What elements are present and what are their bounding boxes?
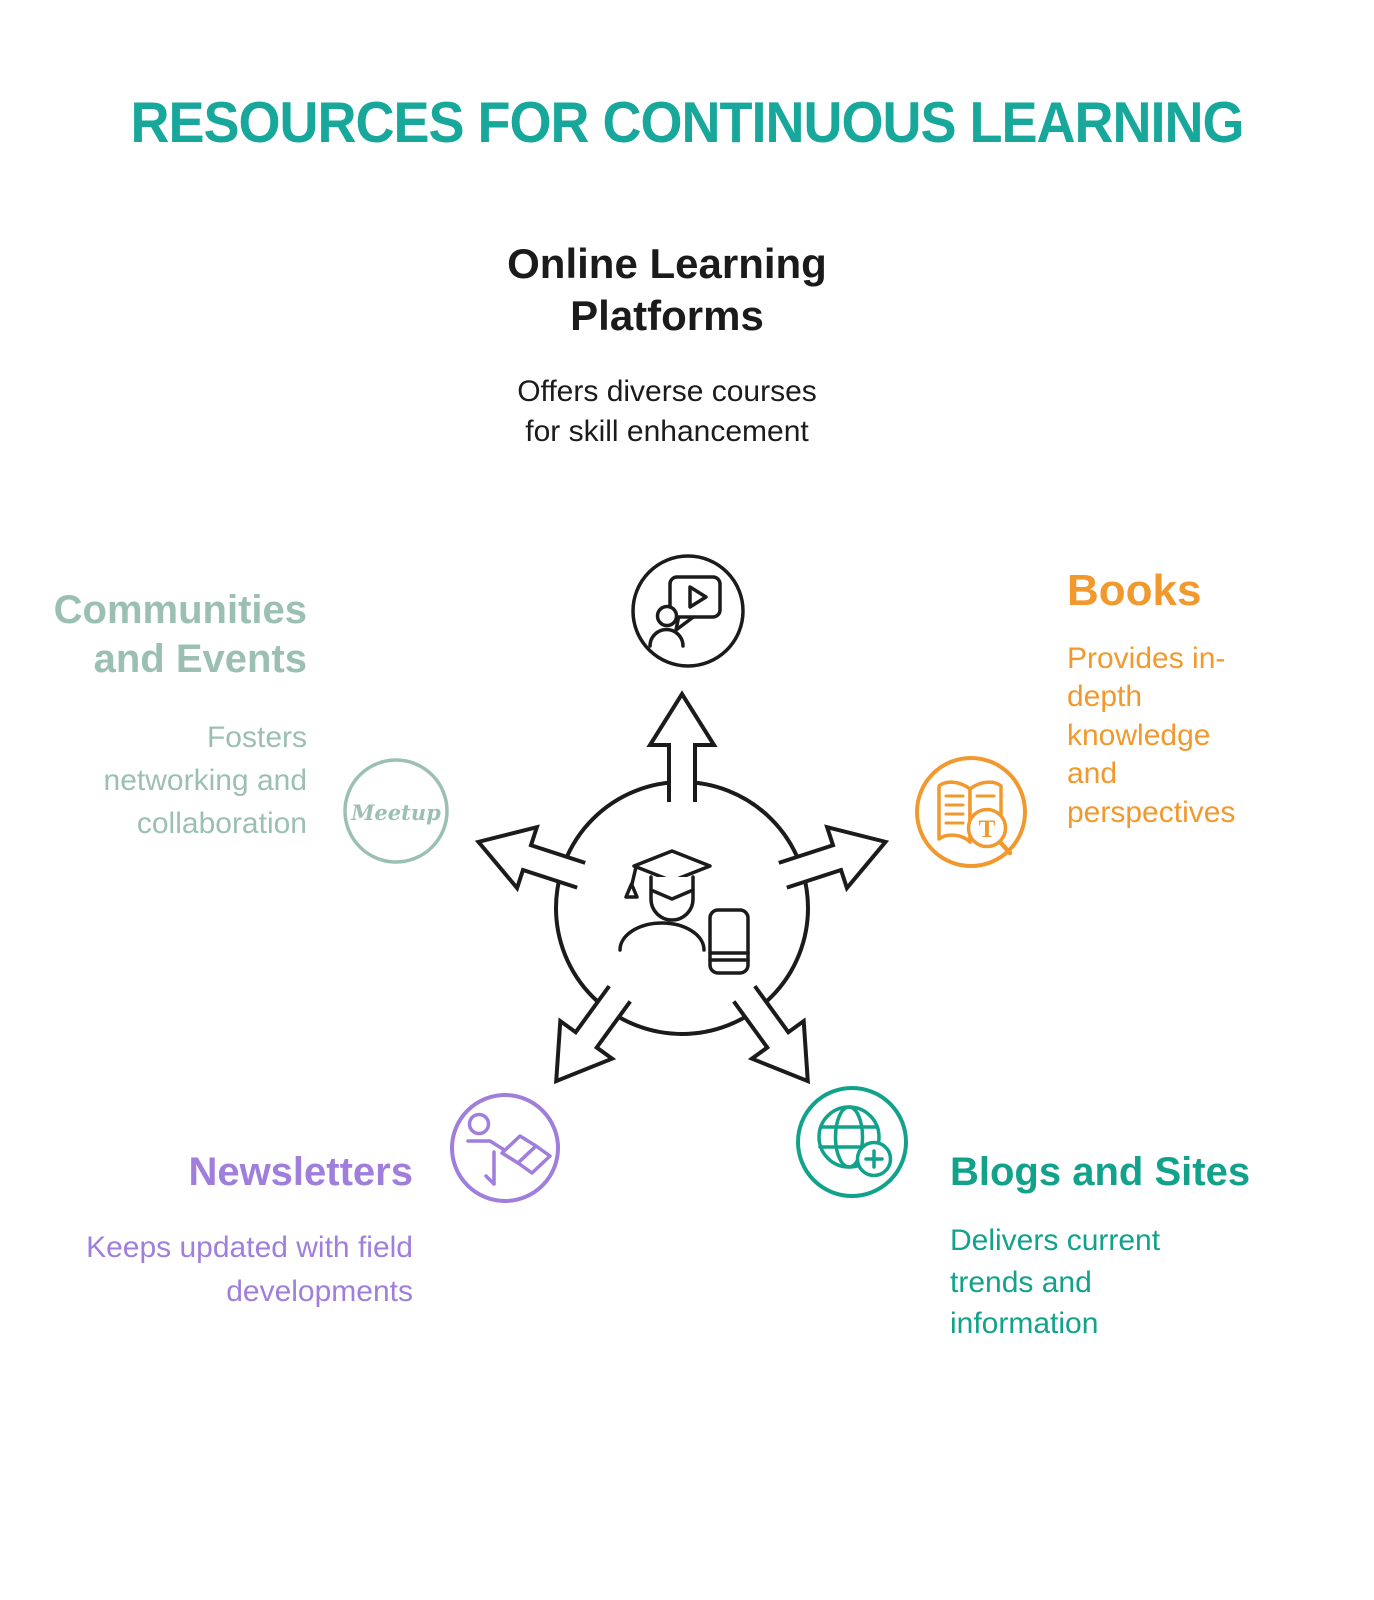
- graduate-student-with-phone-icon: [618, 849, 750, 975]
- person-reading-icon: [450, 1093, 560, 1203]
- spoke-description-blogs-and-sites: Delivers current trends and information: [950, 1224, 1161, 1341]
- spoke-description-newsletters: Keeps updated with field developments: [86, 1231, 413, 1308]
- spoke-label-newsletters: Newsletters: [188, 1150, 413, 1194]
- spoke-label-online-learning-platforms: Online Learning Platforms: [507, 240, 827, 340]
- hub-arrows: [474, 690, 890, 1085]
- book-search-icon: T: [915, 756, 1027, 868]
- magnifier-letter: T: [979, 816, 996, 843]
- arrow-lower-right-icon: [732, 984, 810, 1085]
- hub-circle: [554, 780, 810, 1036]
- page-title: RESOURCES FOR CONTINUOUS LEARNING: [130, 91, 1244, 155]
- spoke-description-online-learning-platforms: Offers diverse courses for skill enhance…: [517, 375, 817, 448]
- spoke-label-books: Books: [1067, 566, 1202, 615]
- arrow-up-icon: [646, 690, 718, 802]
- arrow-upper-left-icon: [474, 824, 586, 893]
- arrow-lower-left-icon: [554, 984, 632, 1085]
- globe-plus-icon: [796, 1086, 908, 1198]
- spoke-label-communities-and-events: Communities and Events: [53, 588, 307, 681]
- spoke-description-communities-and-events: Fosters networking and collaboration: [103, 721, 307, 841]
- meetup-logo-text: Meetup: [350, 800, 441, 825]
- spoke-description-books: Provides in-depth knowledge and perspect…: [1067, 642, 1236, 829]
- meetup-logo-icon: Meetup: [343, 758, 449, 864]
- spoke-label-blogs-and-sites: Blogs and Sites: [950, 1150, 1251, 1194]
- video-lesson-icon: [631, 554, 745, 668]
- arrow-upper-right-icon: [778, 824, 890, 893]
